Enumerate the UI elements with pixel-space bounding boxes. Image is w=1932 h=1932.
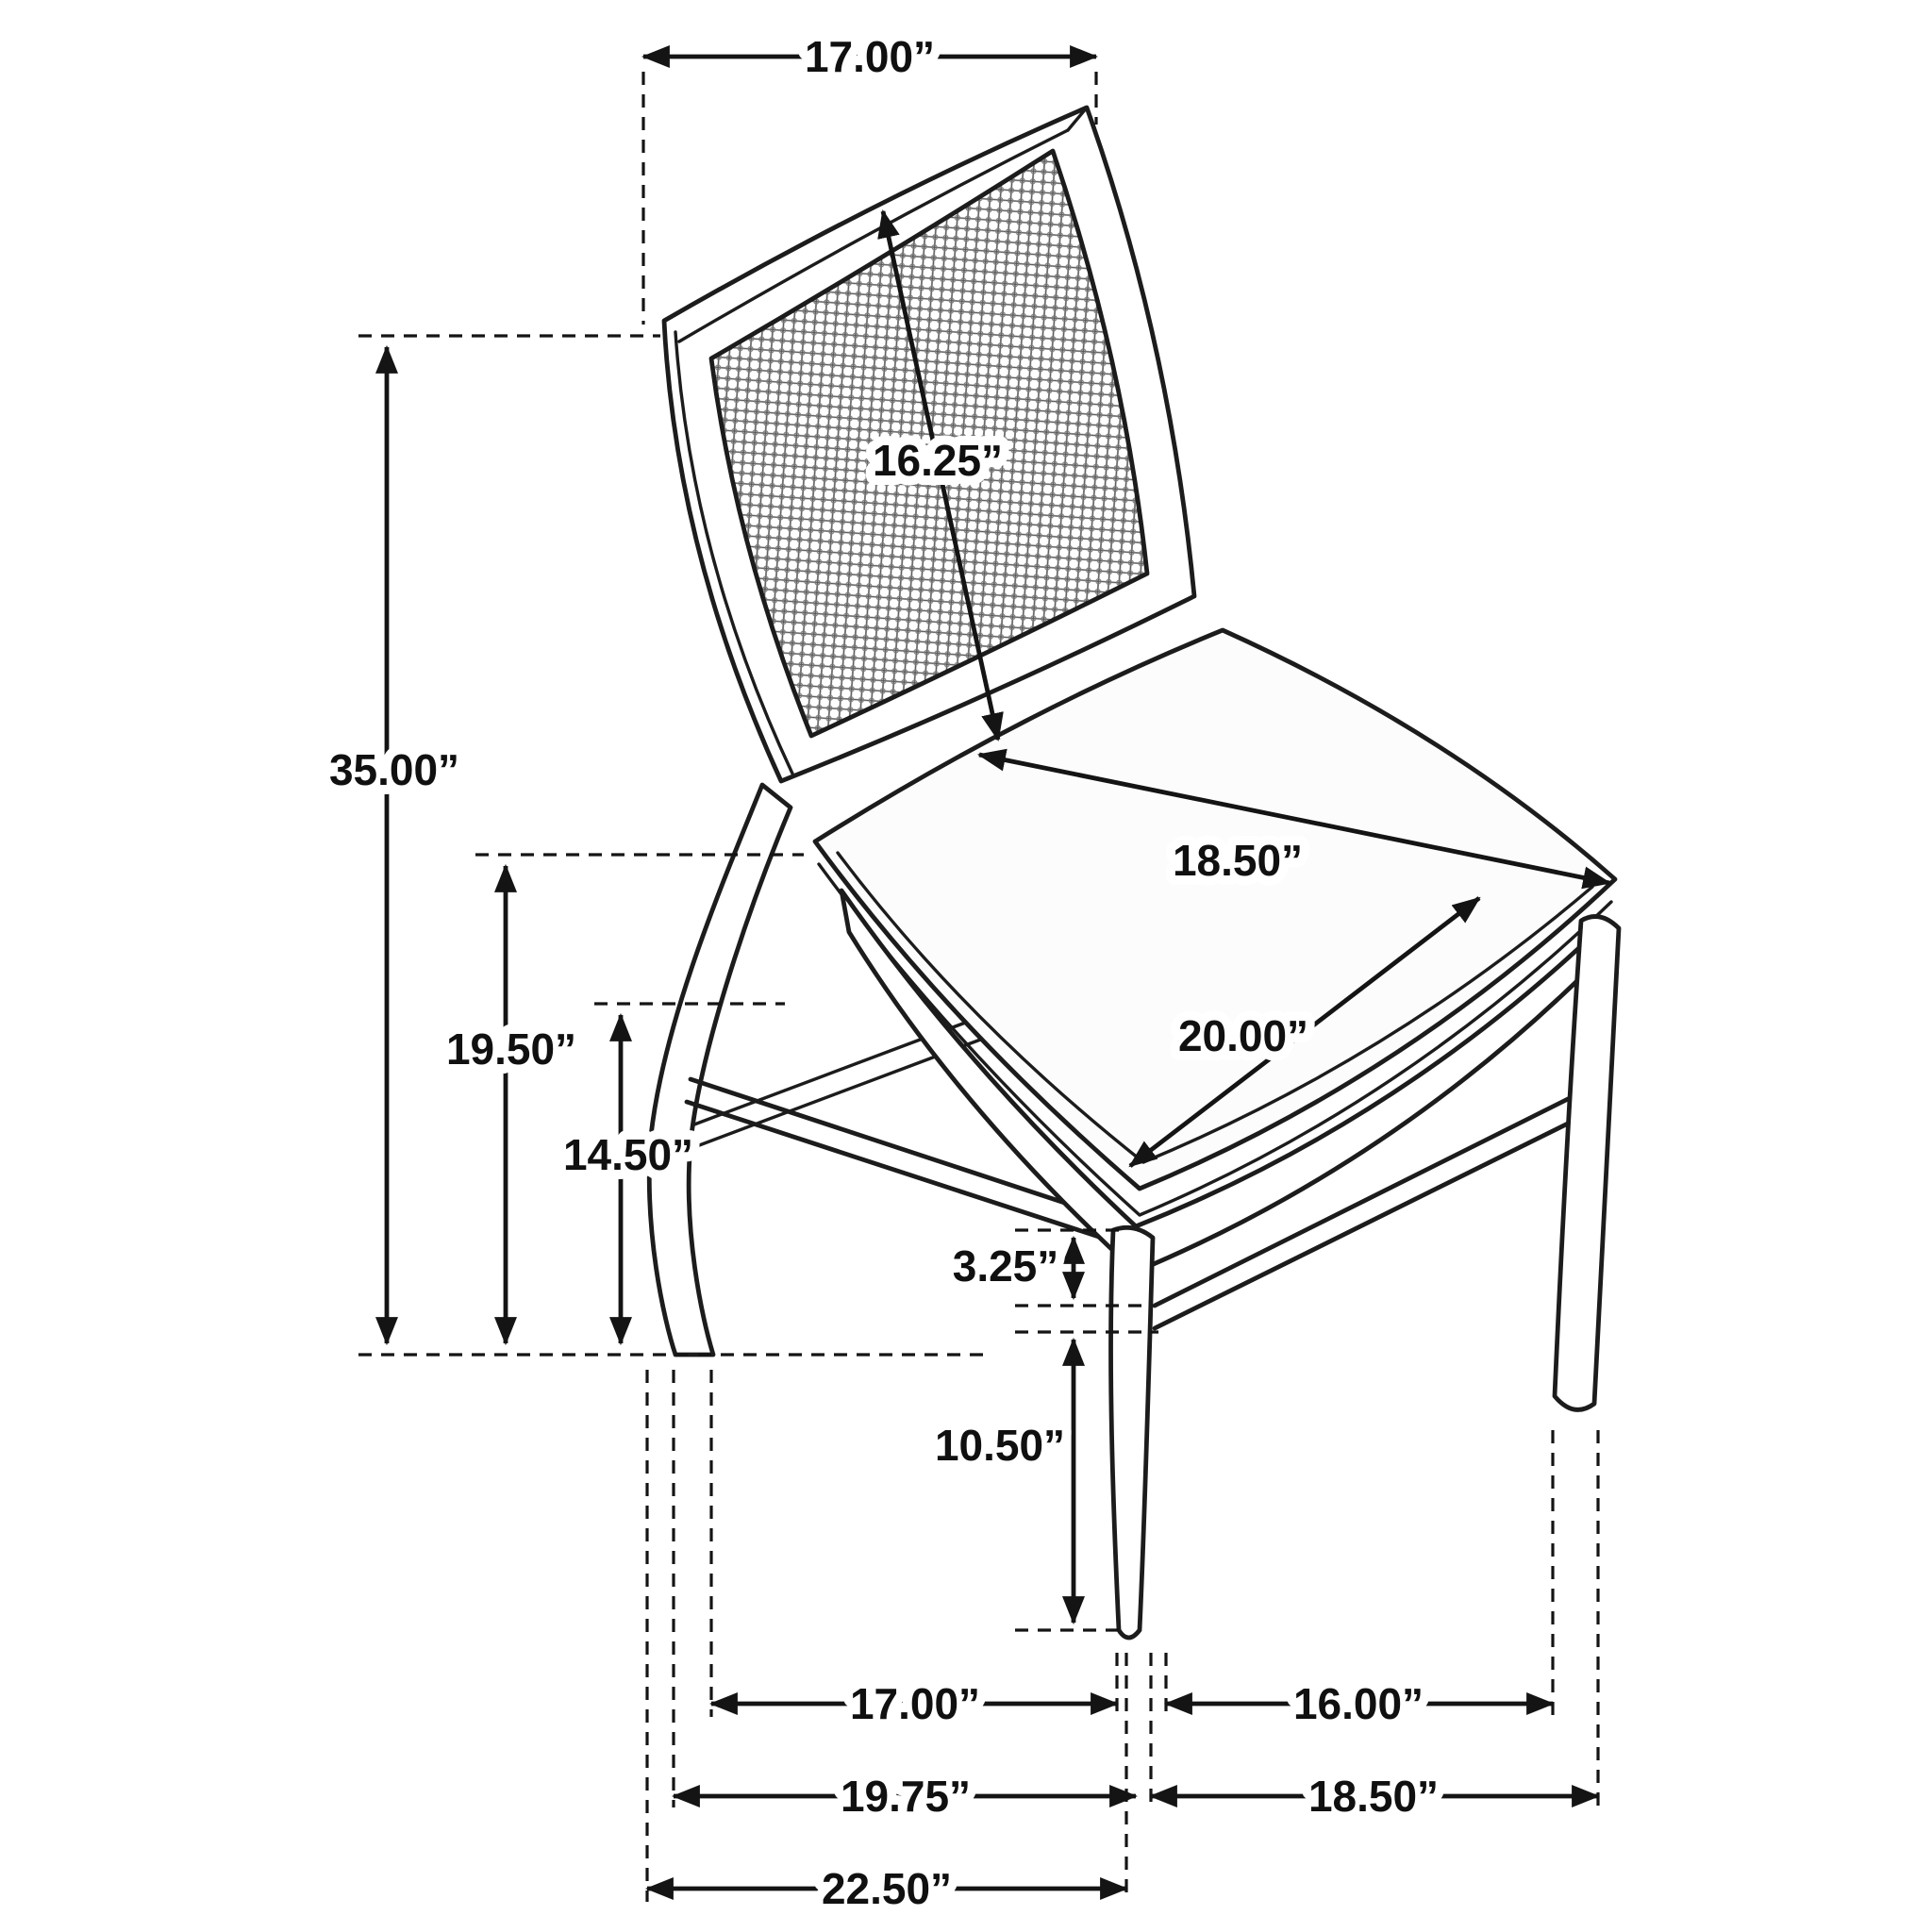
dim-base-width: 19.75” — [671, 1762, 1139, 1830]
dim-front-leg-span: 17.00” — [708, 1670, 1120, 1738]
left-stretcher — [684, 1076, 1116, 1244]
dim-overall-height: 35.00” — [320, 334, 991, 1357]
dim-stretcher-gap-label: 3.25” — [953, 1241, 1059, 1291]
dim-leg-clearance: 10.50” — [925, 1330, 1158, 1632]
dim-apron-height-label: 14.50” — [563, 1130, 693, 1179]
dim-seat-depth-label: 18.50” — [1173, 836, 1303, 885]
rear-left-leg — [646, 782, 793, 1357]
dim-back-height: 19.50” — [437, 853, 804, 1346]
dim-base-depth-label: 18.50” — [1308, 1772, 1439, 1821]
dim-apron-height: 14.50” — [554, 1002, 785, 1346]
dim-leg-clearance-label: 10.50” — [935, 1421, 1065, 1470]
dim-front-leg-span-label: 17.00” — [850, 1679, 980, 1728]
dim-top-width: 17.00” — [641, 23, 1099, 325]
dim-base-depth: 18.50” — [1148, 1762, 1601, 1830]
right-leg — [1552, 914, 1622, 1412]
chair-illustration — [646, 105, 1622, 1641]
dim-seat-width: 20.00” — [1128, 896, 1481, 1168]
dim-base-width-label: 19.75” — [841, 1772, 971, 1821]
dim-stretcher-gap: 3.25” — [943, 1228, 1151, 1307]
dim-top-width-label: 17.00” — [805, 32, 935, 81]
dim-back-panel: 16.25” — [863, 208, 1012, 742]
dim-seat-width-label: 20.00” — [1178, 1011, 1308, 1060]
dim-overall-depth-label: 22.50” — [822, 1864, 952, 1913]
dim-side-leg-span-label: 16.00” — [1293, 1679, 1424, 1728]
dim-side-leg-span: 16.00” — [1163, 1670, 1556, 1738]
dim-overall-depth: 22.50” — [644, 1855, 1129, 1923]
dim-back-height-label: 19.50” — [446, 1024, 576, 1074]
dim-overall-height-label: 35.00” — [329, 745, 459, 794]
right-stretcher — [1152, 1091, 1584, 1331]
dim-back-panel-label: 16.25” — [873, 436, 1003, 485]
dim-seat-depth: 18.50” — [976, 748, 1612, 894]
front-leg — [1108, 1224, 1156, 1641]
